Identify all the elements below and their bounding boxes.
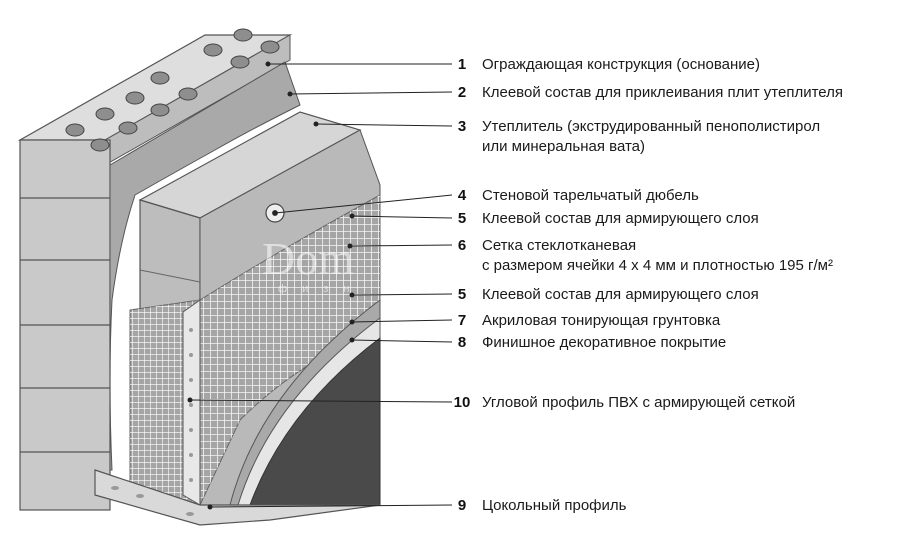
brick-wall	[17, 28, 293, 511]
callout-6: 6 Сетка стеклотканевая с размером ячейки 4…	[347, 237, 833, 274]
callout-text: Клеевой состав для приклеивания плит уте…	[482, 84, 843, 101]
callout-leader-line	[209, 504, 453, 508]
callout-5: 5 Клеевой состав для армирующего слоя	[349, 286, 759, 303]
callout-number: 7	[458, 312, 466, 329]
callout-number: 5	[458, 286, 466, 303]
callout-number: 8	[458, 334, 466, 351]
callout-3: 3 Утеплитель (экструдированный пенополист…	[313, 118, 820, 155]
callout-text: Финишное декоративное покрытие	[482, 334, 726, 351]
corner-profile	[182, 299, 201, 506]
insulation-adhesive-layer	[109, 61, 301, 471]
callout-text: Стеновой тарельчатый дюбель	[482, 187, 699, 204]
callout-text: Акриловая тонирующая грунтовка	[482, 312, 721, 329]
brick-holes	[65, 28, 280, 152]
plinth-holes	[111, 486, 194, 516]
callout-7: 7 Акриловая тонирующая грунтовка	[349, 312, 721, 329]
callout-5: 5 Клеевой состав для армирующего слоя	[349, 210, 759, 227]
callout-number: 1	[458, 56, 466, 73]
mortar-joints	[20, 197, 110, 453]
callout-leader-line	[189, 399, 453, 403]
callout-2: 2 Клеевой состав для приклеивания плит ут…	[287, 84, 843, 101]
callout-leader-line	[315, 123, 453, 127]
callout-text: Клеевой состав для армирующего слоя	[482, 286, 759, 303]
callout-number: 3	[458, 118, 466, 135]
callout-text: Сетка стеклотканевая	[482, 237, 636, 254]
callout-leader-line	[289, 91, 453, 95]
callout-number: 2	[458, 84, 466, 101]
callout-text: или минеральная вата)	[482, 138, 645, 155]
callout-text: Угловой профиль ПВХ с армирующей сеткой	[482, 394, 795, 411]
callout-leader-line	[274, 194, 453, 214]
callout-leader-line	[349, 244, 453, 247]
callout-1: 1 Ограждающая конструкция (основание)	[265, 56, 760, 73]
callout-leader-line	[351, 339, 453, 343]
callout-text: Ограждающая конструкция (основание)	[482, 56, 760, 73]
callout-4: 4 Стеновой тарельчатый дюбель	[272, 187, 699, 216]
callout-number: 6	[458, 237, 466, 254]
callout-leader-line	[351, 215, 453, 219]
callout-number: 4	[458, 187, 467, 204]
callout-text: с размером ячейки 4 х 4 мм и плотностью …	[482, 257, 833, 274]
callout-leader-line	[351, 319, 453, 323]
watermark-subtext: ф и з н	[278, 283, 355, 295]
callout-9: 9 Цокольный профиль	[207, 497, 627, 514]
callout-number: 9	[458, 497, 466, 514]
callout-number: 5	[458, 210, 466, 227]
callout-leader-line	[351, 293, 453, 296]
callout-number: 10	[454, 394, 471, 411]
callout-text: Клеевой состав для армирующего слоя	[482, 210, 759, 227]
corner-profile-holes	[189, 328, 193, 482]
finish-layers	[229, 298, 381, 506]
callout-text: Цокольный профиль	[482, 497, 627, 514]
plinth-profile	[94, 469, 381, 526]
callout-8: 8 Финишное декоративное покрытие	[349, 334, 726, 351]
watermark: Dom ф и з н	[262, 233, 355, 295]
watermark-text: Dom	[262, 233, 354, 284]
callout-text: Утеплитель (экструдированный пенополисти…	[482, 118, 820, 135]
callout-10: 10 Угловой профиль ПВХ с армирующей сетко…	[187, 394, 795, 411]
